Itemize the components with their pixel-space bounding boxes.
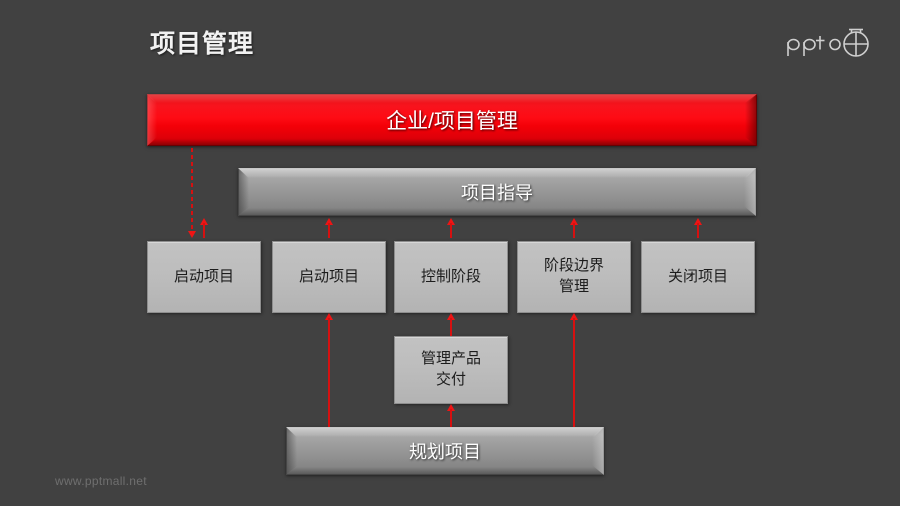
node-planning-project[interactable]: 规划项目 (286, 427, 604, 475)
bevel-bottom (286, 467, 604, 475)
arrowhead-up-icon (694, 218, 702, 225)
bevel-left (147, 94, 157, 146)
connector-line (450, 318, 452, 336)
node-label-line2: 交付 (435, 371, 466, 388)
connector-line (450, 409, 452, 427)
node-close-project[interactable]: 关闭项目 (641, 241, 755, 313)
node-label: 企业/项目管理 (386, 110, 518, 133)
node-project-guidance[interactable]: 项目指导 (238, 168, 756, 216)
node-label-wrapper: 阶段边界 管理 (544, 256, 604, 297)
node-label: 启动项目 (173, 267, 234, 285)
arrowhead-up-icon (325, 218, 333, 225)
bevel-top (147, 94, 757, 103)
bevel-right (592, 427, 604, 475)
node-label-wrapper: 管理产品 交付 (421, 349, 481, 390)
arrowhead-up-icon (447, 404, 455, 411)
node-manage-product-delivery[interactable]: 管理产品 交付 (394, 336, 508, 404)
bevel-bottom (147, 139, 757, 146)
connector-line (191, 148, 193, 233)
node-label: 规划项目 (409, 442, 481, 462)
bevel-left (286, 427, 297, 475)
bevel-top (238, 168, 756, 178)
connector-line (573, 223, 575, 238)
arrowhead-down-icon (188, 231, 196, 238)
node-enterprise-project-management[interactable]: 企业/项目管理 (147, 94, 757, 146)
connector-close-to-guidance (691, 218, 705, 238)
arrowhead-up-icon (447, 313, 455, 320)
connector-line (328, 318, 330, 427)
arrowhead-up-icon (570, 313, 578, 320)
connector-line (697, 223, 699, 238)
arrowhead-up-icon (447, 218, 455, 225)
connector-line (203, 223, 205, 238)
connector-planning-to-delivery (444, 404, 458, 427)
node-startup-project-2[interactable]: 启动项目 (272, 241, 386, 313)
node-label: 项目指导 (461, 183, 533, 203)
bevel-top (286, 427, 604, 437)
bevel-right (745, 94, 757, 146)
connector-line (450, 223, 452, 238)
node-label: 启动项目 (298, 267, 359, 285)
bevel-bottom (238, 208, 756, 216)
arrowhead-up-icon (200, 218, 208, 225)
node-label: 控制阶段 (420, 267, 481, 285)
node-control-stage[interactable]: 控制阶段 (394, 241, 508, 313)
node-label-line1: 阶段边界 (543, 257, 604, 275)
watermark: www.pptmall.net (55, 474, 147, 488)
connector-line (328, 223, 330, 238)
node-label: 关闭项目 (667, 267, 728, 285)
bevel-right (744, 168, 756, 216)
connector-planning-to-boundary (567, 313, 581, 427)
bevel-left (238, 168, 249, 216)
connector-line (573, 318, 575, 427)
node-startup-project-1[interactable]: 启动项目 (147, 241, 261, 313)
connector-planning-to-startup2 (322, 313, 336, 427)
arrowhead-up-icon (325, 313, 333, 320)
node-label-line2: 管理 (558, 278, 589, 295)
connector-startup1-to-guidance (197, 218, 211, 238)
connector-control-to-guidance (444, 218, 458, 238)
connector-delivery-to-control (444, 313, 458, 336)
node-label-line1: 管理产品 (420, 350, 481, 368)
connector-enterprise-to-startup1 (185, 148, 199, 238)
node-stage-boundary-management[interactable]: 阶段边界 管理 (517, 241, 631, 313)
page-title: 项目管理 (150, 30, 255, 58)
connector-startup2-to-guidance (322, 218, 336, 238)
connector-boundary-to-guidance (567, 218, 581, 238)
arrowhead-up-icon (570, 218, 578, 225)
pptmall-logo (782, 20, 882, 66)
